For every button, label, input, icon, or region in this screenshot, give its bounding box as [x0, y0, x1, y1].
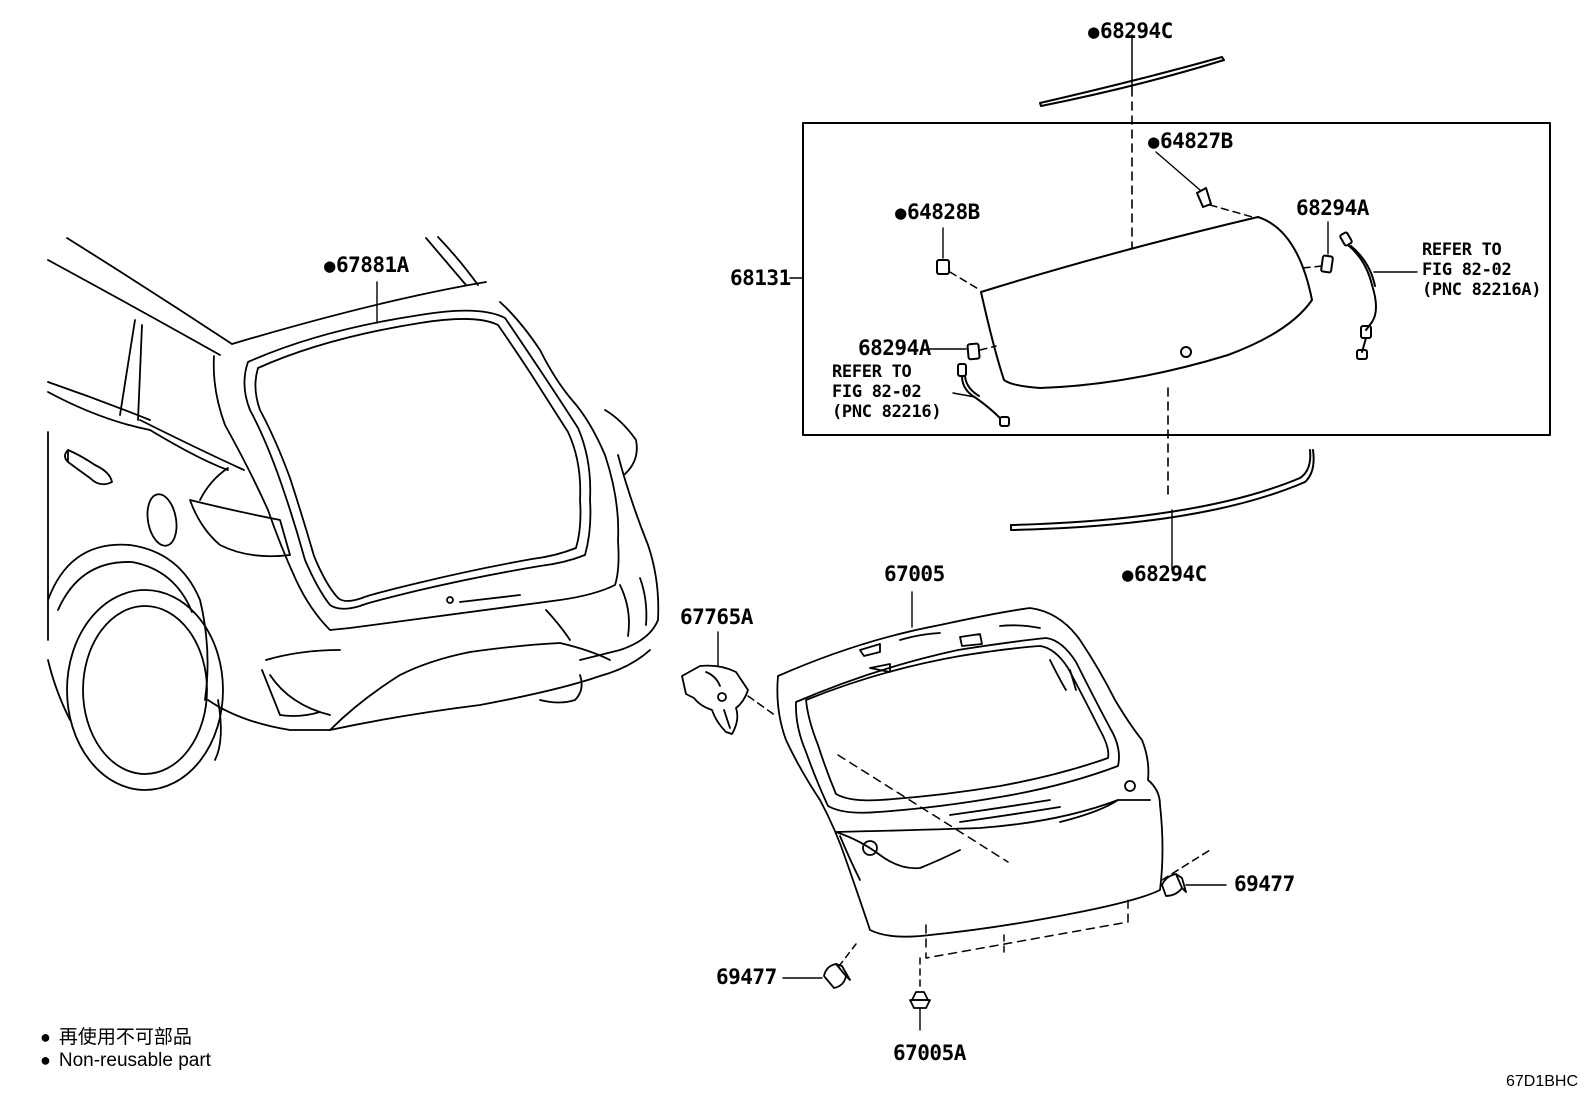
label-68131: 68131: [730, 266, 791, 290]
label-64827b: 64827B: [1148, 130, 1233, 153]
molding-68294c-bottom-shape: [1010, 449, 1315, 571]
stopper-69477-right-shape: [1161, 873, 1227, 897]
refer-left-line2: FIG 82-02: [832, 382, 922, 402]
refer-left-line1: REFER TO: [832, 362, 912, 382]
label-67881a: 67881A: [324, 254, 409, 277]
refer-right-line2: FIG 82-02: [1422, 260, 1512, 280]
clip-64827b-shape: [1155, 151, 1257, 219]
back-glass-group-box: [802, 122, 1551, 436]
refer-right-line1: REFER TO: [1422, 240, 1502, 260]
legend-bullet-jp: ●: [40, 1027, 51, 1047]
stopper-68294a-right-shape: [1301, 221, 1334, 274]
legend-text-jp: 再使用不可部品: [58, 1027, 192, 1048]
back-glass-shape: [980, 216, 1313, 389]
label-68294c-bottom: 68294C: [1122, 563, 1207, 586]
refer-left-line3: (PNC 82216): [832, 402, 942, 422]
label-69477-right: 69477: [1234, 872, 1295, 896]
label-67005a: 67005A: [893, 1041, 966, 1065]
back-door-panel-shape: [776, 591, 1211, 991]
vehicle-body-shape: [47, 236, 660, 791]
stopper-68294a-left-shape: [928, 342, 997, 361]
legend-english: ● Non-reusable part: [40, 1050, 211, 1072]
latch-bracket-67765a-shape: [681, 631, 777, 735]
molding-68294c-top-shape: [1039, 34, 1225, 107]
label-67005: 67005: [884, 562, 945, 586]
label-67765a: 67765A: [680, 605, 753, 629]
clip-67005a-shape: [909, 991, 931, 1031]
refer-note-right: REFER TO FIG 82-02 (PNC 82216A): [1422, 240, 1542, 300]
label-68294c-top: 68294C: [1088, 20, 1173, 43]
label-69477-left: 69477: [716, 965, 777, 989]
legend-japanese: ● 再使用不可部品: [40, 1022, 192, 1049]
legend-bullet-en: ●: [40, 1050, 51, 1070]
refer-note-left: REFER TO FIG 82-02 (PNC 82216): [832, 362, 942, 422]
legend-text-en: Non-reusable part: [58, 1050, 211, 1071]
defogger-wire-right-shape: [1339, 231, 1418, 360]
clip-64828b-shape: [936, 227, 981, 291]
defogger-wire-left-shape: [952, 363, 1010, 427]
figure-code: 67D1BHC: [1505, 1073, 1578, 1090]
label-64828b: 64828B: [895, 201, 980, 224]
label-68294a-left: 68294A: [858, 336, 931, 360]
refer-right-line3: (PNC 82216A): [1422, 280, 1542, 300]
stopper-69477-left-shape: [782, 963, 851, 989]
label-68294a-right: 68294A: [1296, 196, 1369, 220]
